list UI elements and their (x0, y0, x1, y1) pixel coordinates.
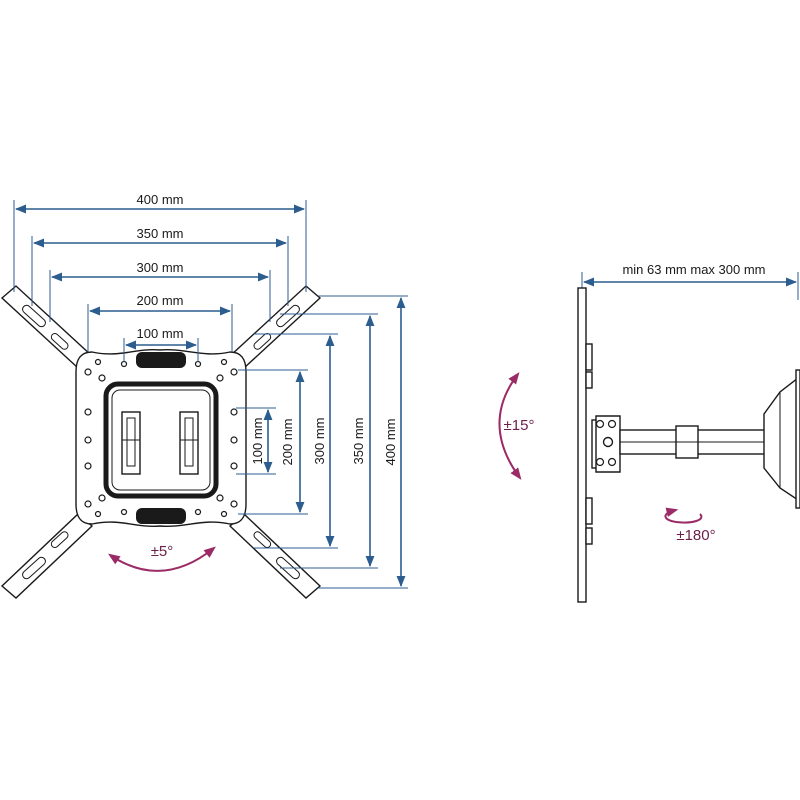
depth-label: min 63 mm max 300 mm (622, 262, 765, 277)
dim-label-100: 100 mm (137, 326, 184, 341)
vertical-dimension-labels: 100 mm 200 mm 300 mm 350 mm 400 mm (250, 418, 398, 466)
extension-arm (619, 425, 783, 459)
vdim-label-400: 400 mm (383, 419, 398, 466)
front-view: 400 mm 350 mm 300 mm 200 mm 100 mm (0, 192, 408, 599)
tv-plate-side (577, 287, 593, 603)
swivel-arrow (664, 507, 703, 524)
mounting-rail-right (179, 411, 199, 475)
mounting-arm-bottom-right (228, 513, 322, 599)
tilt-arrow-front (108, 546, 216, 572)
top-hook-tab (136, 352, 186, 368)
mounting-rail-left (121, 411, 141, 475)
plate-holes (84, 358, 238, 518)
bottom-hook-tab (136, 508, 186, 524)
side-view: min 63 mm max 300 mm (498, 262, 800, 603)
vdim-label-100: 100 mm (250, 418, 265, 465)
horizontal-dimensions (13, 200, 307, 362)
tilt-label-front: ±5° (151, 543, 174, 560)
mounting-arm-top-left (0, 285, 94, 369)
wall-bracket (763, 369, 800, 509)
dim-label-350: 350 mm (137, 226, 184, 241)
swivel-label: ±180° (676, 527, 715, 544)
tilt-head (591, 415, 621, 473)
vertical-dimensions (236, 295, 408, 589)
dim-label-300: 300 mm (137, 260, 184, 275)
vdim-label-350: 350 mm (351, 418, 366, 465)
vdim-label-200: 200 mm (280, 419, 295, 466)
vdim-label-300: 300 mm (312, 418, 327, 465)
tilt-arrow-side (498, 372, 522, 480)
horizontal-dimension-labels: 400 mm 350 mm 300 mm 200 mm 100 mm (137, 192, 184, 341)
dim-label-400: 400 mm (137, 192, 184, 207)
inner-frame (103, 381, 219, 499)
dim-label-200: 200 mm (137, 293, 184, 308)
mounting-arm-top-right (228, 285, 322, 369)
tilt-label-side: ±15° (504, 417, 535, 434)
mounting-arm-bottom-left (0, 513, 94, 599)
